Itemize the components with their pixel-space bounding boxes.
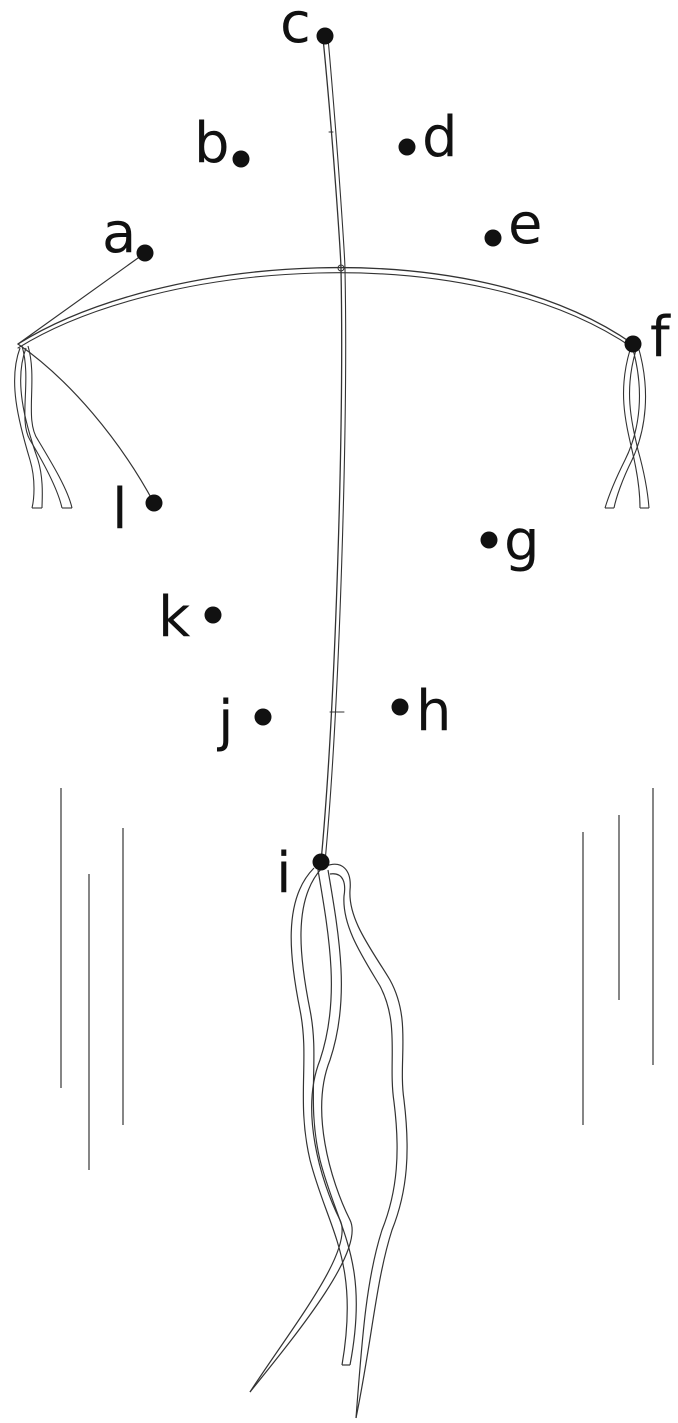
dot-l <box>145 494 163 512</box>
dot-j <box>254 708 272 726</box>
dot-label-g: g <box>504 509 540 574</box>
dot-label-j: j <box>216 689 234 754</box>
dot-label-d: d <box>422 105 458 170</box>
dot-label-i: i <box>276 841 292 906</box>
right-tassel <box>604 345 650 509</box>
dot-b <box>232 150 250 168</box>
dot-c <box>316 27 334 45</box>
dot-label-e: e <box>508 192 542 257</box>
kite-tail <box>249 863 408 1419</box>
left-tassel <box>14 345 73 509</box>
dot-label-l: l <box>112 477 128 542</box>
dot-f <box>624 335 642 353</box>
dot-points: abc de f g h i jkl <box>102 0 671 906</box>
dot-i <box>312 853 330 871</box>
dot-label-a: a <box>102 201 136 266</box>
dot-label-k: k <box>158 585 191 650</box>
dot-k <box>204 606 222 624</box>
spar-joint <box>337 264 345 272</box>
dot-e <box>484 229 502 247</box>
dot-d <box>398 138 416 156</box>
vertical-spar <box>320 37 343 863</box>
string-l <box>17 343 155 504</box>
motion-lines <box>60 788 654 1170</box>
kite-frame <box>17 37 634 863</box>
cross-spar <box>17 266 634 345</box>
dot-label-c: c <box>280 0 311 56</box>
dot-h <box>391 698 409 716</box>
dot-label-h: h <box>416 679 452 744</box>
dot-g <box>480 531 498 549</box>
string-a <box>17 252 146 345</box>
dot-label-f: f <box>650 305 671 370</box>
dot-a <box>136 244 154 262</box>
dot-label-b: b <box>194 111 230 176</box>
cross-spar-inner <box>17 272 634 349</box>
vertical-spar-inner <box>324 37 347 863</box>
